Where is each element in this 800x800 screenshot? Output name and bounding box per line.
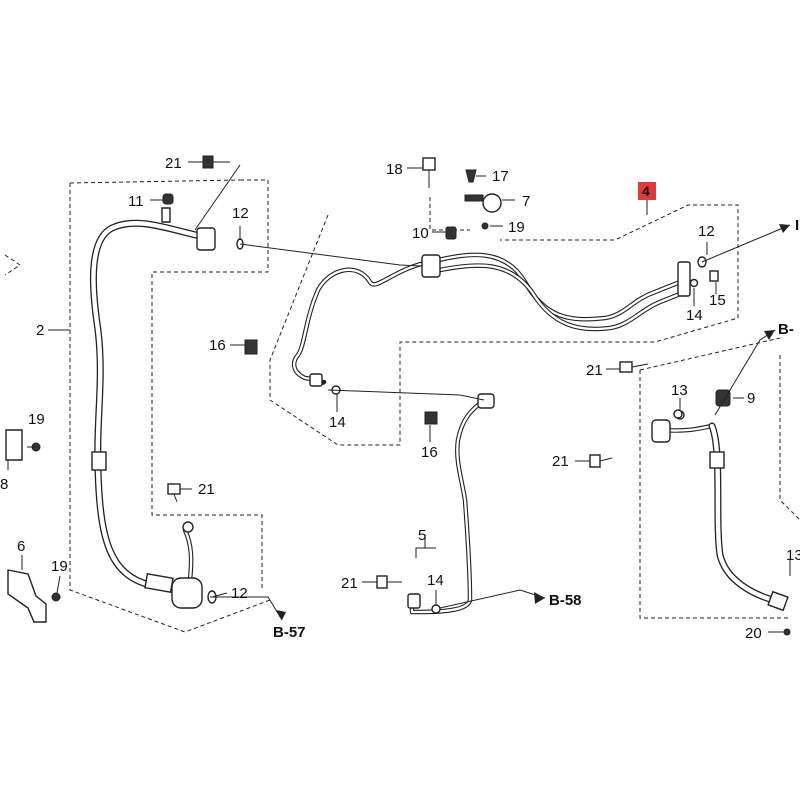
callout-15: 15 [709,292,726,309]
callout-14-mid: 14 [329,414,346,431]
bolt-21-bottom [376,575,402,589]
callout-17: 17 [492,168,509,185]
callout-18: 18 [386,161,403,178]
hose-end-fitting [196,227,216,251]
callout-13-top: 13 [671,382,688,399]
callout-10: 10 [412,225,429,242]
callout-14-bottom: 14 [427,572,444,589]
callout-20: 20 [745,625,762,642]
liquid-line [309,373,495,615]
right-hose [651,410,789,612]
callout-21-right: 21 [552,453,569,470]
callout-14-right: 14 [686,307,703,324]
service-port [161,207,171,223]
bracket-8 [5,429,23,461]
callout-13-cut: 13 [786,547,800,564]
cap-10 [445,226,457,240]
cap-7 [464,193,502,213]
callout-5: 5 [418,527,426,544]
callout-12-top-left: 12 [232,205,249,222]
bolt-18 [422,157,436,188]
callout-16-left: 16 [209,337,226,354]
callout-21-bottom: 21 [341,575,358,592]
ref-right-cut: I [795,217,799,234]
callout-19-left: 19 [28,411,45,428]
callout-8: 8 [0,476,8,493]
callout-12-bottom: 12 [231,585,248,602]
bracket-16-top [244,339,258,355]
hose-fitting [144,573,174,593]
leader-lines [7,161,791,633]
ref-b57: B-57 [273,624,306,641]
clip-17 [465,169,477,183]
bolt-21-top [202,155,230,169]
suction-hose [89,207,216,593]
callout-6: 6 [17,538,25,555]
bolt-19-top [481,222,489,230]
bracket-6 [7,569,47,623]
callout-21-top: 21 [165,155,182,172]
callout-16-mid: 16 [421,444,438,461]
callout-2: 2 [36,322,44,339]
callout-21-left: 21 [198,481,215,498]
bolt-20 [783,628,791,636]
callout-21-mid: 21 [586,362,603,379]
washer-13 [673,409,683,419]
callout-7: 7 [522,193,530,210]
washer-14-b [689,278,699,288]
bolt-21-right [589,454,613,468]
ref-b-cut: B- [778,321,794,338]
receiver-drier [171,521,217,609]
ref-b58: B-58 [549,592,582,609]
group-frames [4,179,800,633]
arrow-right-mid [764,330,775,340]
nut-9 [715,389,731,407]
washer-15 [709,270,719,282]
callout-12-right: 12 [698,223,715,240]
arrow-right-top [779,224,790,233]
bolt-21-mid [619,361,649,373]
callout-11: 11 [128,193,144,210]
callout-19-lower: 19 [51,558,68,575]
arrow-b58 [534,592,545,604]
reference-arrows [210,224,791,621]
callout-9: 9 [747,390,755,407]
bolt-19-lower [51,592,61,602]
bolt-21-left [167,483,181,503]
bracket-16-mid [424,411,438,425]
arrow-b57 [276,610,286,620]
cap-11 [162,193,174,205]
callout-19-top: 19 [508,219,525,236]
discharge-pipe-assembly [236,238,707,383]
callout-labels: 21 11 12 2 16 18 17 7 19 10 4 12 15 14 2… [0,155,800,642]
callout-4-highlighted: 4 [642,183,650,199]
highlight-box-4 [638,182,656,200]
hose-ferrule [91,451,107,471]
